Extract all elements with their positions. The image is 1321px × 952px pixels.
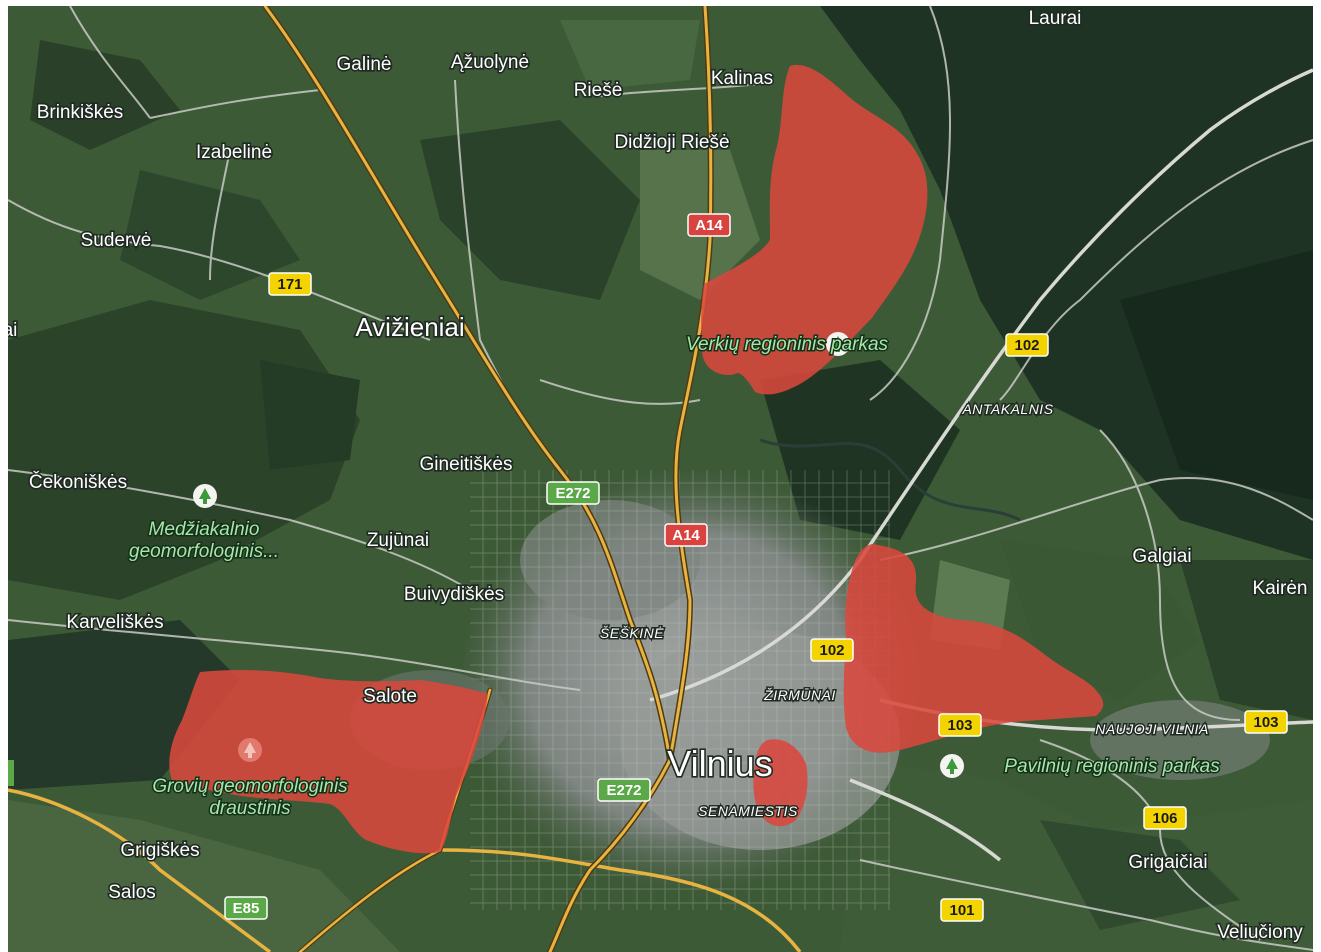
park-label-groviu-line2: draustinis: [209, 798, 291, 819]
road-shield-r102-east: 102: [1005, 333, 1049, 357]
park-label-medziakalnio: Medžiakalnio: [149, 519, 260, 540]
place-label-riese: Riešė: [574, 80, 623, 101]
svg-text:103: 103: [1253, 714, 1278, 731]
place-label-galine: Galinė: [337, 54, 392, 75]
place-label-laurai: Laurai: [1029, 8, 1082, 29]
place-label-cekoniskes: Čekoniškės: [29, 471, 127, 493]
svg-text:A14: A14: [695, 217, 723, 234]
svg-text:171: 171: [277, 276, 302, 293]
road-shield-e272-south: E272: [597, 778, 651, 802]
tree-icon: [238, 738, 262, 762]
place-label-kalinas: Kalinas: [711, 68, 773, 89]
place-label-vilnius: Vilnius: [667, 743, 772, 784]
park-label-verkiu: Verkių regioninis parkas: [686, 334, 889, 355]
place-label-galgiai: Galgiai: [1132, 546, 1191, 567]
district-label-senamiestis: SENAMIESTIS: [698, 803, 798, 819]
place-label-grigiskes: Grigiškės: [120, 840, 199, 861]
tree-icon: [826, 332, 850, 356]
place-label-avizieniai: Avižieniai: [355, 312, 464, 342]
road-shield-a14-north: A14: [687, 213, 731, 237]
road-shield-r101: 101: [940, 898, 984, 922]
place-label-karveliskes: Karveliškės: [66, 612, 163, 633]
svg-text:103: 103: [947, 717, 972, 734]
place-label-didzioji-riese: Didžioji Riešė: [614, 132, 729, 153]
svg-text:E272: E272: [555, 485, 590, 502]
park-label-pavilniu: Pavilnių regioninis parkas: [1004, 756, 1220, 777]
road-shield-r103-west: 103: [938, 713, 982, 737]
place-label-kaire: Kairėn: [1253, 578, 1308, 599]
district-label-naujoji-vilnia: NAUJOJI VILNIA: [1095, 721, 1209, 737]
place-label-salos: Salos: [108, 882, 156, 903]
park-icons: [193, 332, 964, 778]
district-label-antakalnis: ANTAKALNIS: [961, 401, 1053, 417]
park-label-groviu: Grovių geomorfologinis: [152, 776, 348, 797]
road-shield-r171: 171: [268, 272, 312, 296]
highlight-area-east[interactable]: [843, 544, 1104, 753]
tree-icon: [193, 484, 217, 508]
road-shield-a14-south: A14: [664, 523, 708, 547]
place-label-veliucionys: Veliučiony: [1217, 922, 1303, 943]
district-label-seskine: ŠEŠKINĖ: [600, 625, 664, 641]
svg-text:102: 102: [1014, 337, 1039, 354]
road-shield-e85: E85: [224, 896, 268, 920]
highlight-area-north[interactable]: [701, 64, 928, 395]
place-label-buivydiskes: Buivydiškės: [404, 584, 504, 605]
place-label-suderve: Sudervė: [81, 230, 152, 251]
place-label-azuolyne: Ąžuolynė: [451, 52, 529, 73]
tree-icon: [940, 754, 964, 778]
road-shield-r102-city: 102: [810, 638, 854, 662]
place-label-ai-edge: ai: [3, 320, 18, 341]
place-label-izabeline: Izabelinė: [196, 142, 272, 163]
svg-text:E85: E85: [233, 900, 260, 917]
road-shield-e272-north: E272: [546, 481, 600, 505]
svg-text:A14: A14: [672, 527, 700, 544]
place-label-zujunai: Zujūnai: [367, 530, 429, 551]
svg-text:102: 102: [819, 642, 844, 659]
place-label-gineitiskes: Gineitiškės: [420, 454, 513, 475]
svg-text:101: 101: [949, 902, 974, 919]
highlighted-areas[interactable]: [169, 64, 1104, 854]
place-label-grigaiciai: Grigaičiai: [1128, 852, 1207, 873]
highlight-area-west[interactable]: [169, 670, 488, 854]
place-label-brinkiskes: Brinkiškės: [37, 102, 124, 123]
park-label-medziakalnio-line2: geomorfologinis...: [129, 541, 279, 562]
edge-marker: [8, 760, 14, 786]
district-label-zirmunai: ŽIRMŪNAI: [763, 687, 836, 703]
highlight-area-center[interactable]: [753, 739, 808, 827]
svg-text:106: 106: [1152, 810, 1177, 827]
road-shield-r106: 106: [1143, 806, 1187, 830]
terrain-layer: [8, 6, 1313, 952]
road-shield-r103-east: 103: [1244, 710, 1288, 734]
svg-text:E272: E272: [606, 782, 641, 799]
place-label-salote: Salote: [363, 686, 417, 707]
